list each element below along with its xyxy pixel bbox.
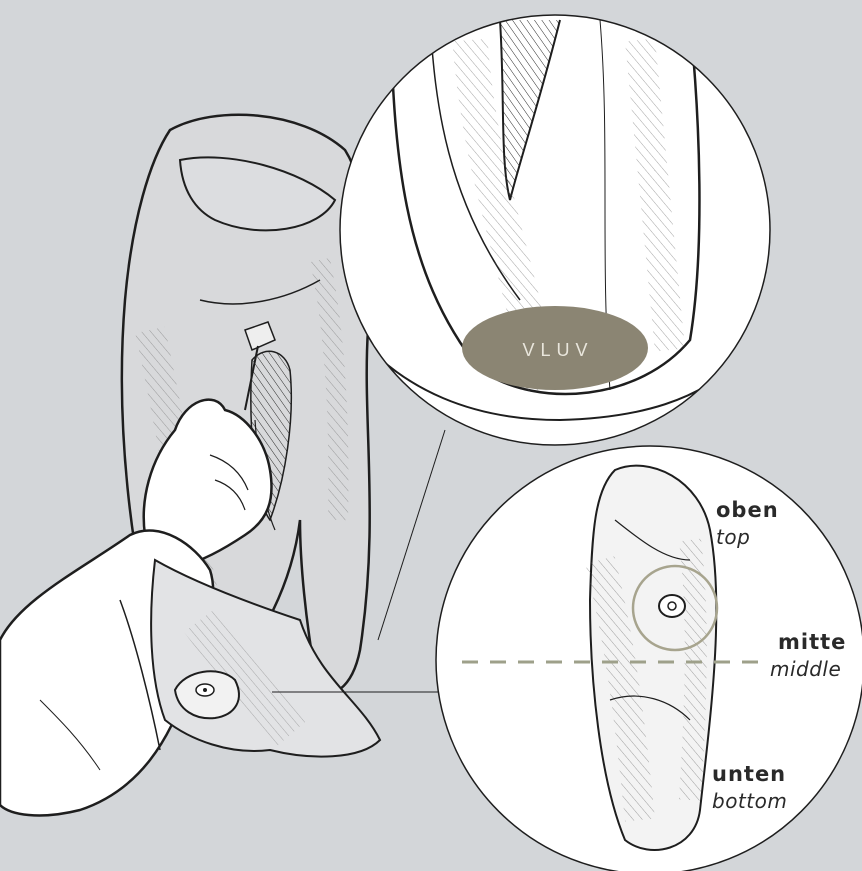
label-top-en: top [716,527,750,547]
label-bottom-de: unten [712,764,786,785]
label-middle-de: mitte [778,632,846,653]
logo-text: VLUV [522,340,593,360]
zoom-circle-logo: VLUV [340,15,770,445]
label-top-de: oben [716,500,779,521]
label-middle-en: middle [770,659,841,679]
bag-illustration [0,115,380,816]
connector-top [378,430,445,640]
label-bottom-en: bottom [712,791,787,811]
